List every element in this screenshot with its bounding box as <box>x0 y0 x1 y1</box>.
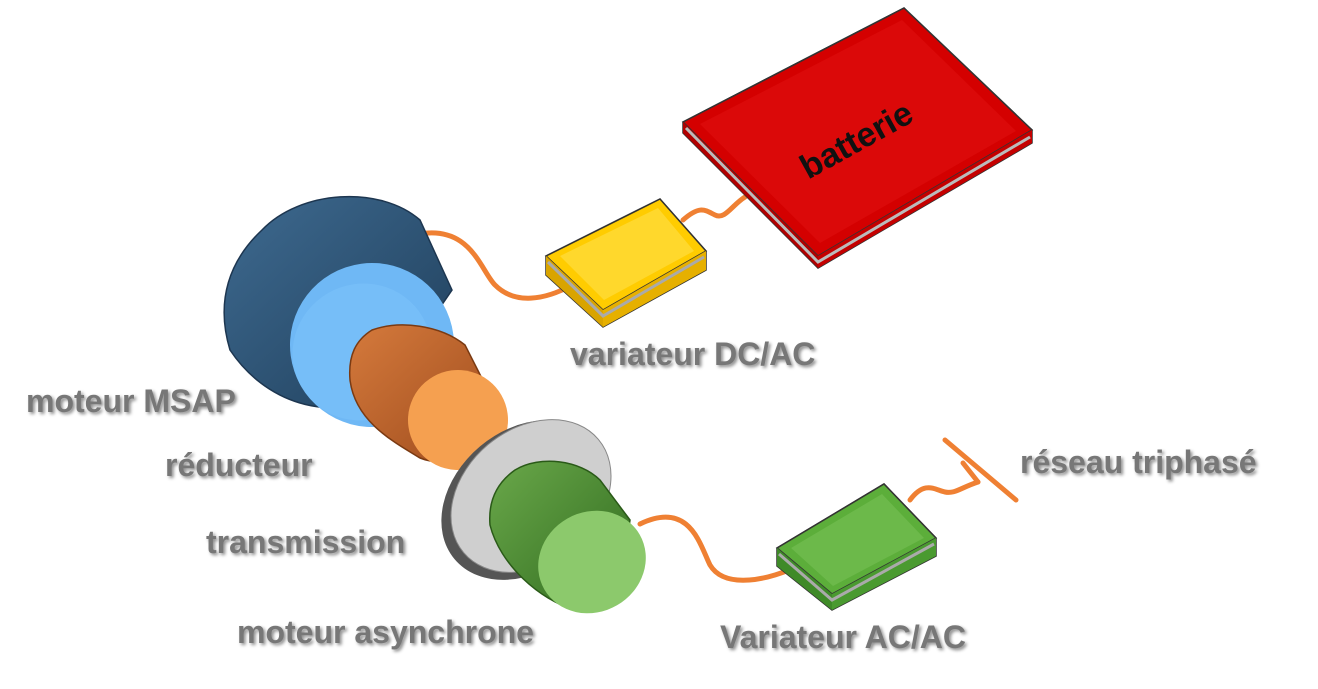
label-moteur-asynchrone: moteur asynchrone <box>237 614 534 650</box>
cable-dc-ac-to-battery <box>680 194 748 223</box>
label-reducteur: réducteur <box>165 447 313 483</box>
label-moteur-msap: moteur MSAP <box>26 383 236 419</box>
cable-ac-ac-to-grid <box>907 479 981 503</box>
cable-msap-to-dc-ac <box>407 230 575 301</box>
label-reseau-triphase: réseau triphasé <box>1020 444 1257 480</box>
label-variateur-dc-ac: variateur DC/AC <box>570 336 816 372</box>
label-transmission: transmission <box>206 524 406 560</box>
grid-symbol <box>942 437 1019 503</box>
async-motor <box>489 460 646 614</box>
ac-ac-inverter <box>775 483 938 611</box>
dc-ac-inverter <box>544 198 708 328</box>
battery: batterie <box>681 7 1034 269</box>
label-variateur-ac-ac: Variateur AC/AC <box>720 619 966 655</box>
cables <box>407 194 981 583</box>
cable-async-to-ac-ac <box>637 514 803 583</box>
